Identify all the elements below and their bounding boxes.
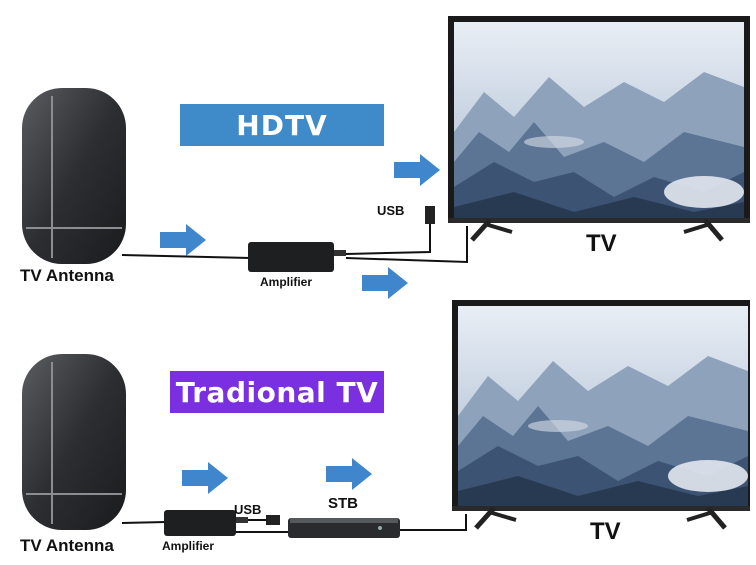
- amplifier-label-top: Amplifier: [260, 275, 313, 289]
- arrow-top-1: [160, 224, 206, 256]
- usb-label-bottom: USB: [234, 502, 262, 517]
- usb-label-top: USB: [377, 203, 405, 218]
- hdtv-banner: HDTV: [180, 104, 384, 146]
- stb-device: [288, 518, 400, 538]
- arrow-bottom-2: [326, 458, 372, 490]
- arrow-top-2: [362, 267, 408, 299]
- tv-label-top: TV: [586, 230, 617, 257]
- tv-antenna-label-bottom: TV Antenna: [20, 536, 114, 555]
- amplifier-top-device: [248, 242, 346, 272]
- tv-bottom-image: [452, 300, 750, 530]
- stb-label: STB: [328, 495, 358, 512]
- hdtv-banner-text: HDTV: [236, 108, 328, 142]
- traditional-tv-banner-text: Tradional TV: [175, 375, 379, 409]
- traditional-tv-banner: Tradional TV: [170, 371, 384, 413]
- amplifier-bottom-device: [164, 510, 248, 536]
- tv-antenna-label-top: TV Antenna: [20, 266, 114, 285]
- arrow-bottom-1: [182, 462, 228, 494]
- antenna-bottom-image: [22, 354, 126, 530]
- cable-antenna-amplifier-bottom: [121, 521, 167, 524]
- arrow-top-3: [394, 154, 440, 186]
- usb-plug-top: [425, 206, 435, 224]
- tv-label-bottom: TV: [590, 518, 621, 545]
- usb-plug-bottom: [266, 515, 280, 525]
- tv-top-image: [448, 16, 750, 242]
- antenna-top-image: [22, 88, 126, 264]
- amplifier-label-bottom: Amplifier: [162, 539, 215, 553]
- cable-antenna-amplifier-top: [121, 254, 251, 259]
